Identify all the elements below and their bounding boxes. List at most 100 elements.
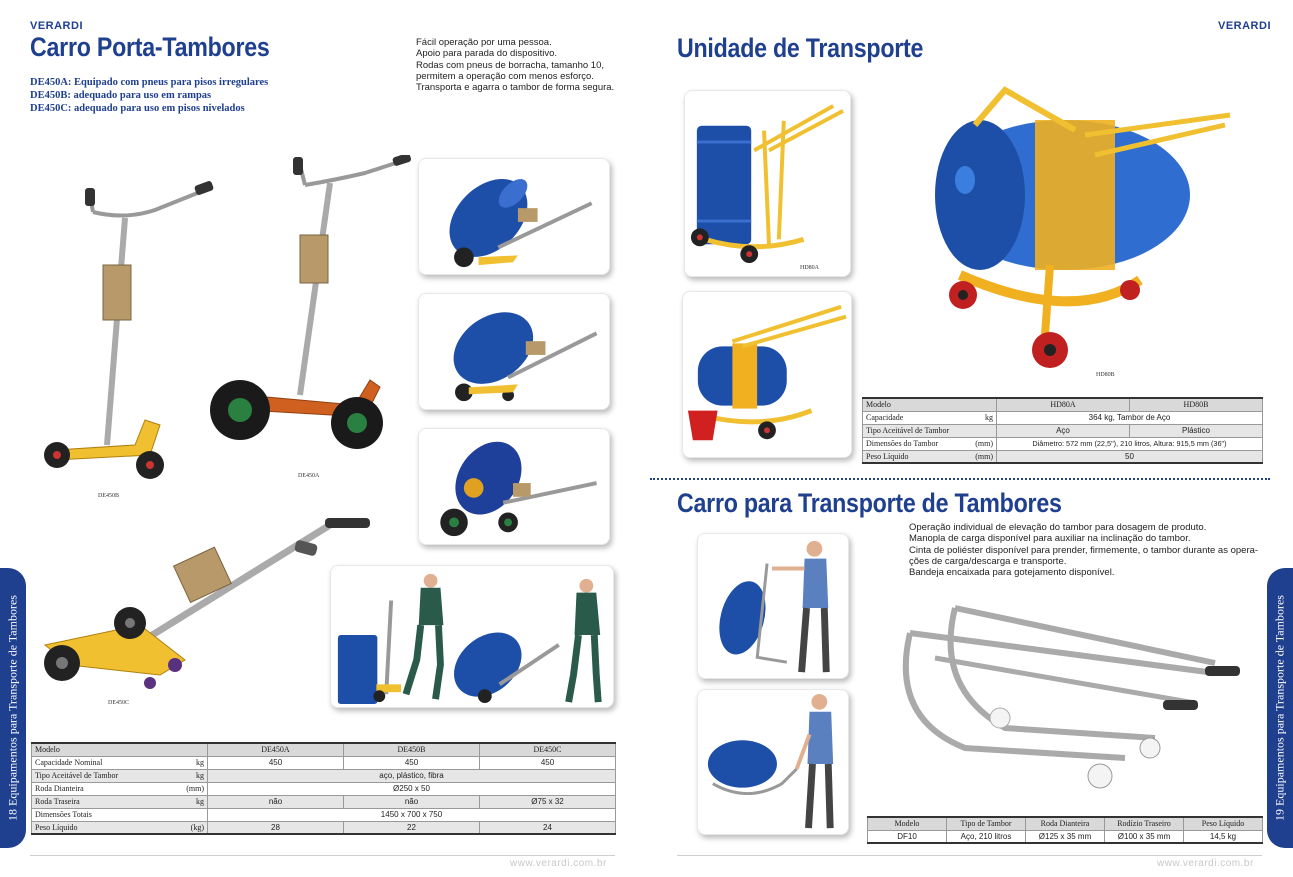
table-row: Peso Líquido (mm) 50 (862, 449, 1263, 464)
photo-de450-usage-2 (418, 293, 610, 410)
row-unit: kg (196, 757, 204, 767)
table-header-cell: DE450A (207, 742, 344, 757)
product-image-de450a (210, 155, 412, 449)
row-label-text: Roda Traseira (35, 797, 80, 806)
row-label-text: Peso Líquido (35, 822, 78, 832)
table-cell: Ø75 x 32 (479, 794, 616, 809)
table-header-cell: DE450C (479, 742, 616, 757)
table-cell: Plástico (1129, 423, 1263, 438)
row-unit: (mm) (186, 783, 204, 793)
table-header-cell: Peso Líquido (1183, 816, 1263, 831)
row-label: Tipo Aceitável de Tambor (862, 423, 997, 438)
caption-de450a: DE450A (298, 473, 320, 479)
section-tab-right: 19 Equipamentos para Transporte de Tambo… (1267, 568, 1293, 848)
feature-line: Manopla de carga disponível para auxilia… (909, 533, 1191, 545)
product-image-df10 (902, 605, 1240, 789)
table-header-cell: Modelo (862, 397, 997, 412)
row-label-text: Capacidade (866, 413, 904, 422)
row-unit: (kg) (190, 822, 204, 832)
table-header-row: Modelo Tipo de Tambor Roda Dianteira Rod… (867, 816, 1263, 831)
variant-a: DE450A: Equipado com pneus para pisos ir… (30, 77, 269, 88)
footer-divider-right (677, 855, 1262, 856)
caption-de450b: DE450B (98, 493, 119, 499)
row-label-text: Tipo Aceitável de Tambor (866, 426, 950, 435)
feature-line: Cinta de poliéster disponível para prend… (909, 544, 1259, 556)
brand-right: VERARDI (1218, 20, 1272, 32)
feature-line: Transporta e agarra o tambor de forma se… (416, 82, 615, 94)
row-unit: kg (196, 796, 204, 806)
table-cell: DF10 (867, 829, 947, 844)
photo-de450-usage-3 (418, 428, 610, 545)
section-tab-left: 18 Equipamentos para Transporte de Tambo… (0, 568, 26, 848)
photo-hd80a-usage (682, 291, 852, 458)
caption-de450c: DE450C (108, 700, 129, 706)
product-image-de450b (44, 181, 214, 479)
table-cell: Ø250 x 50 (207, 781, 616, 796)
row-label: Tipo Aceitável de Tambor kg (31, 768, 208, 783)
table-row: DF10 Aço, 210 litros Ø125 x 35 mm Ø100 x… (867, 829, 1263, 844)
table-cell: 28 (207, 820, 344, 835)
footer-url-left: www.verardi.com.br (510, 858, 607, 869)
table-header-cell: Roda Dianteira (1025, 816, 1105, 831)
photo-df10-usage-1 (697, 533, 849, 679)
caption-hd80b: HD80B (1096, 372, 1115, 378)
page-title-left: Carro Porta-Tambores (30, 32, 270, 62)
section-tab-label: 18 Equipamentos para Transporte de Tambo… (5, 595, 20, 821)
table-header-cell: Rodízio Traseiro (1104, 816, 1184, 831)
row-unit: kg (196, 770, 204, 780)
features-left: Fácil operação por uma pessoa. Apoio par… (416, 37, 614, 93)
table-header-cell: HD80B (1129, 397, 1263, 412)
row-unit: (mm) (975, 438, 993, 448)
photo-de450-operators (330, 565, 614, 708)
row-label: Capacidade Nominal kg (31, 755, 208, 770)
table-cell: 450 (479, 755, 616, 770)
table-header-cell: HD80A (996, 397, 1130, 412)
row-unit: kg (985, 412, 993, 422)
variant-c: DE450C: adequado para uso em pisos nivel… (30, 103, 245, 114)
section-title-carro: Carro para Transporte de Tambores (677, 488, 1062, 518)
row-label-text: Tipo Aceitável de Tambor (35, 771, 119, 780)
spec-table-de450: Modelo DE450A DE450B DE450C Capacidade N… (31, 742, 616, 835)
row-label: Roda Dianteira(mm) (31, 781, 208, 796)
row-label-text: Peso Líquido (866, 451, 909, 461)
variant-list: DE450A: Equipado com pneus para pisos ir… (30, 76, 268, 115)
feature-line: Fácil operação por uma pessoa. (416, 37, 552, 48)
table-cell: 50 (996, 449, 1263, 464)
section-divider (650, 478, 1270, 480)
table-header-cell: Tipo de Tambor (946, 816, 1026, 831)
brand-left: VERARDI (30, 20, 84, 32)
section-title-unidade: Unidade de Transporte (677, 33, 924, 63)
feature-line: Bandeja encaixada para gotejamento dispo… (909, 567, 1115, 579)
row-label: Capacidade kg (862, 410, 997, 425)
caption-hd80a: HD80A (800, 265, 819, 271)
table-cell: Aço (996, 423, 1130, 438)
row-label-text: Dimensões do Tambor (866, 439, 939, 448)
table-header-cell: DE450B (343, 742, 480, 757)
features-right: Operação individual de elevação do tambo… (909, 522, 1258, 578)
table-row: Dimensões Totais 1450 x 700 x 750 (31, 807, 616, 822)
product-image-hd80b (935, 86, 1231, 368)
table-cell: 22 (343, 820, 480, 835)
table-row: Peso Líquido (kg) 28 22 24 (31, 820, 616, 835)
row-label: Peso Líquido (mm) (862, 449, 997, 464)
table-cell: Diâmetro: 572 mm (22,5"), 210 litros, Al… (996, 436, 1263, 451)
table-row: Dimensões do Tambor (mm) Diâmetro: 572 mm… (862, 436, 1263, 451)
row-label: Peso Líquido (kg) (31, 820, 208, 835)
row-unit: (mm) (975, 451, 993, 461)
table-row: Tipo Aceitável de Tambor Aço Plástico (862, 423, 1263, 438)
table-cell: 24 (479, 820, 616, 835)
table-cell: 450 (207, 755, 344, 770)
table-cell: não (207, 794, 344, 809)
row-label: Dimensões do Tambor (mm) (862, 436, 997, 451)
spec-table-df10: Modelo Tipo de Tambor Roda Dianteira Rod… (867, 816, 1263, 844)
photo-df10-usage-2 (697, 689, 849, 835)
table-header-row: Modelo DE450A DE450B DE450C (31, 742, 616, 757)
feature-line: Apoio para parada do dispositivo. (416, 48, 558, 60)
table-cell: Ø100 x 35 mm (1104, 829, 1184, 844)
table-header-row: Modelo HD80A HD80B (862, 397, 1263, 412)
row-label-text: Capacidade Nominal (35, 758, 103, 767)
